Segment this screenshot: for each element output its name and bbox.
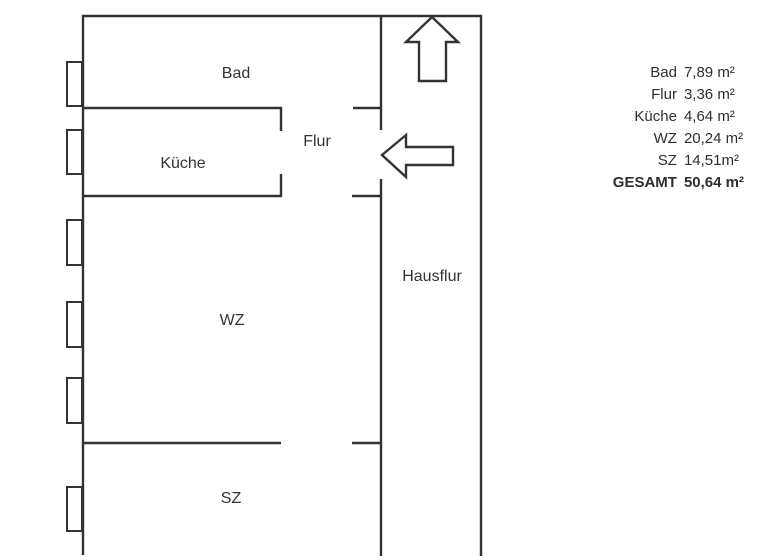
- legend-label: Bad: [650, 64, 677, 81]
- room-label-hausflur: Hausflur: [402, 268, 462, 285]
- window-symbol: [66, 301, 83, 348]
- room-label-kueche: Küche: [160, 155, 206, 172]
- legend-label: Küche: [634, 108, 677, 125]
- legend-label: Flur: [651, 86, 677, 103]
- window-symbol: [66, 129, 83, 175]
- legend-value: 14,51m²: [683, 152, 739, 169]
- legend-total-label: GESAMT: [612, 174, 677, 191]
- legend-total-value: 50,64 m²: [683, 174, 744, 191]
- area-legend: Bad 7,89 m² Flur 3,36 m² Küche 4,64 m² W…: [613, 62, 744, 194]
- up-arrow-icon: [403, 15, 461, 83]
- legend-value: 7,89 m²: [683, 64, 735, 81]
- room-label-bad: Bad: [221, 65, 251, 82]
- legend-label: WZ: [653, 130, 677, 147]
- window-symbol: [66, 377, 83, 424]
- window-symbol: [66, 61, 83, 107]
- room-label-wz: WZ: [219, 312, 245, 329]
- legend-label: SZ: [657, 152, 677, 169]
- window-symbols: [66, 61, 83, 532]
- entrance-arrows: [380, 15, 461, 180]
- legend-value: 4,64 m²: [683, 108, 735, 125]
- legend-value: 20,24 m²: [683, 130, 744, 147]
- room-label-sz: SZ: [220, 490, 242, 507]
- room-label-flur: Flur: [303, 133, 331, 150]
- legend-value: 3,36 m²: [683, 86, 735, 103]
- window-symbol: [66, 486, 83, 532]
- left-arrow-icon: [380, 132, 455, 180]
- window-symbol: [66, 219, 83, 266]
